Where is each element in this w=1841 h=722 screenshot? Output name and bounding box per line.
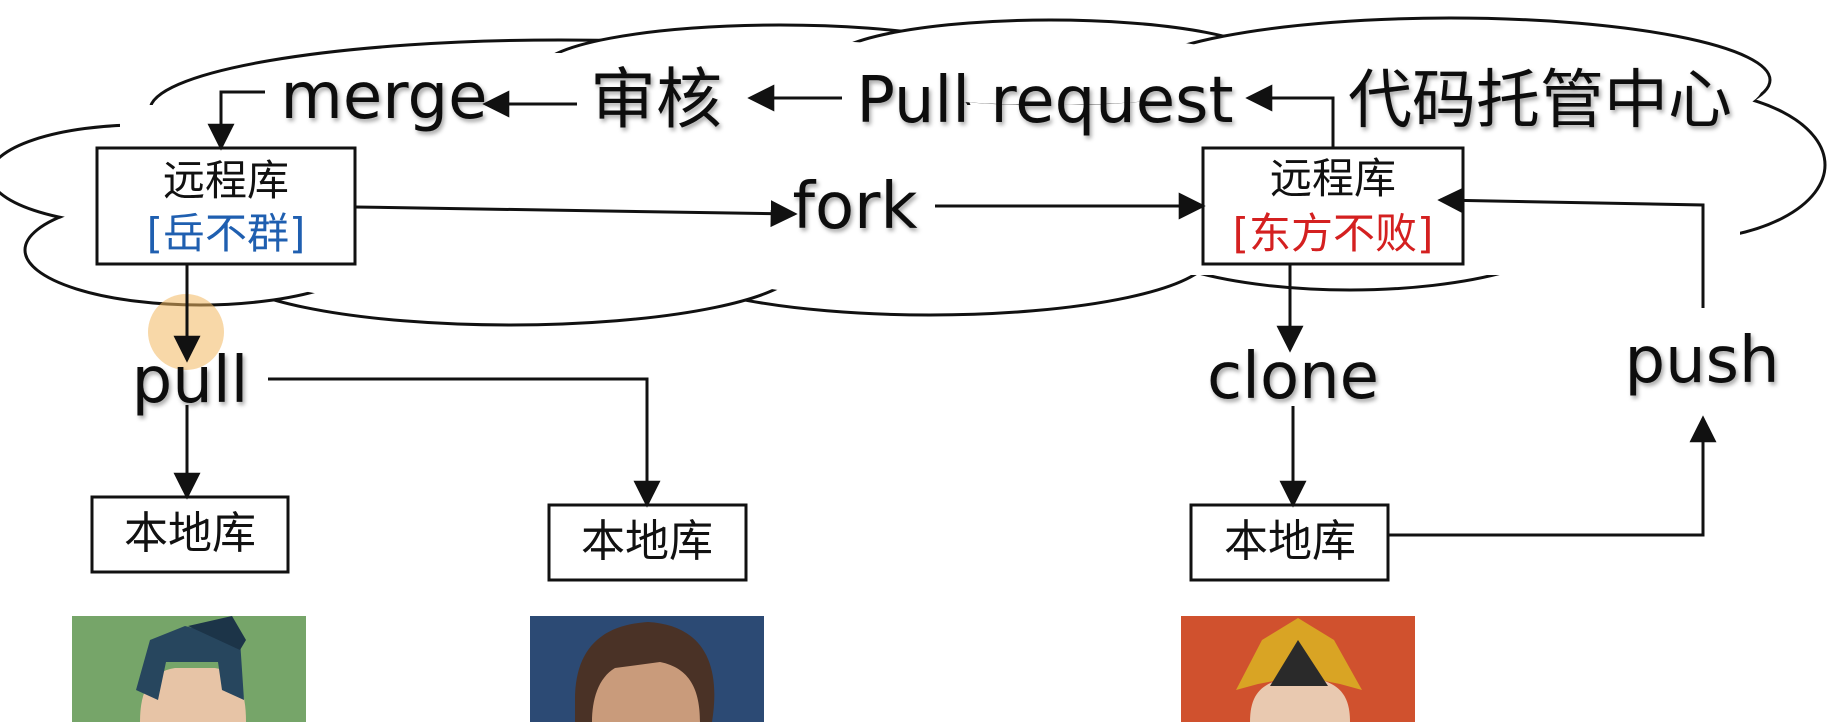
remote-repo-left-title: 远程库 (163, 156, 289, 205)
portrait-right (1181, 616, 1415, 722)
clone-label: clone (1207, 340, 1379, 414)
local-repo-1-box (90, 495, 290, 574)
remote-repo-left: 远程库 [岳不群] (95, 146, 357, 266)
local-repo-2-box (547, 503, 748, 582)
local3-to-push-arrow (1388, 415, 1717, 537)
remote-right-to-pullrequest-arrow (1245, 84, 1335, 148)
pull-request-label: Pull request (856, 64, 1233, 138)
merge-to-remote-left-arrow (207, 90, 265, 151)
push-to-remote-right-arrow (1437, 186, 1705, 308)
remote-repo-right-title: 远程库 (1270, 154, 1396, 203)
remote-repo-left-owner: [岳不群] (147, 209, 306, 258)
local-repo-1-label: 本地库 (124, 508, 256, 559)
push-label: push (1624, 324, 1779, 398)
merge-label: merge (281, 60, 488, 134)
connector-arrows (173, 84, 1717, 537)
fork-label: fork (792, 170, 917, 244)
cloud-label: 代码托管中心 (1348, 64, 1732, 138)
local-repo-3: 本地库 (1189, 503, 1390, 582)
remote-repo-right: 远程库 [东方不败] (1201, 146, 1465, 266)
review-label: 审核 (590, 61, 722, 138)
local-repo-3-box (1189, 503, 1390, 582)
local-repo-3-label: 本地库 (1224, 516, 1356, 567)
pull-label: pull (132, 344, 249, 418)
remote-repo-right-owner: [东方不败] (1233, 209, 1434, 258)
local-repo-2-label: 本地库 (581, 516, 713, 567)
portrait-middle (530, 616, 764, 722)
local-repo-2: 本地库 (547, 503, 748, 582)
remote-repo-left-box (95, 146, 357, 266)
remote-left-to-fork-arrow (354, 200, 798, 228)
local-repo-1: 本地库 (90, 495, 290, 574)
portrait-left (72, 616, 306, 722)
pull-to-local2-arrow (268, 377, 661, 508)
